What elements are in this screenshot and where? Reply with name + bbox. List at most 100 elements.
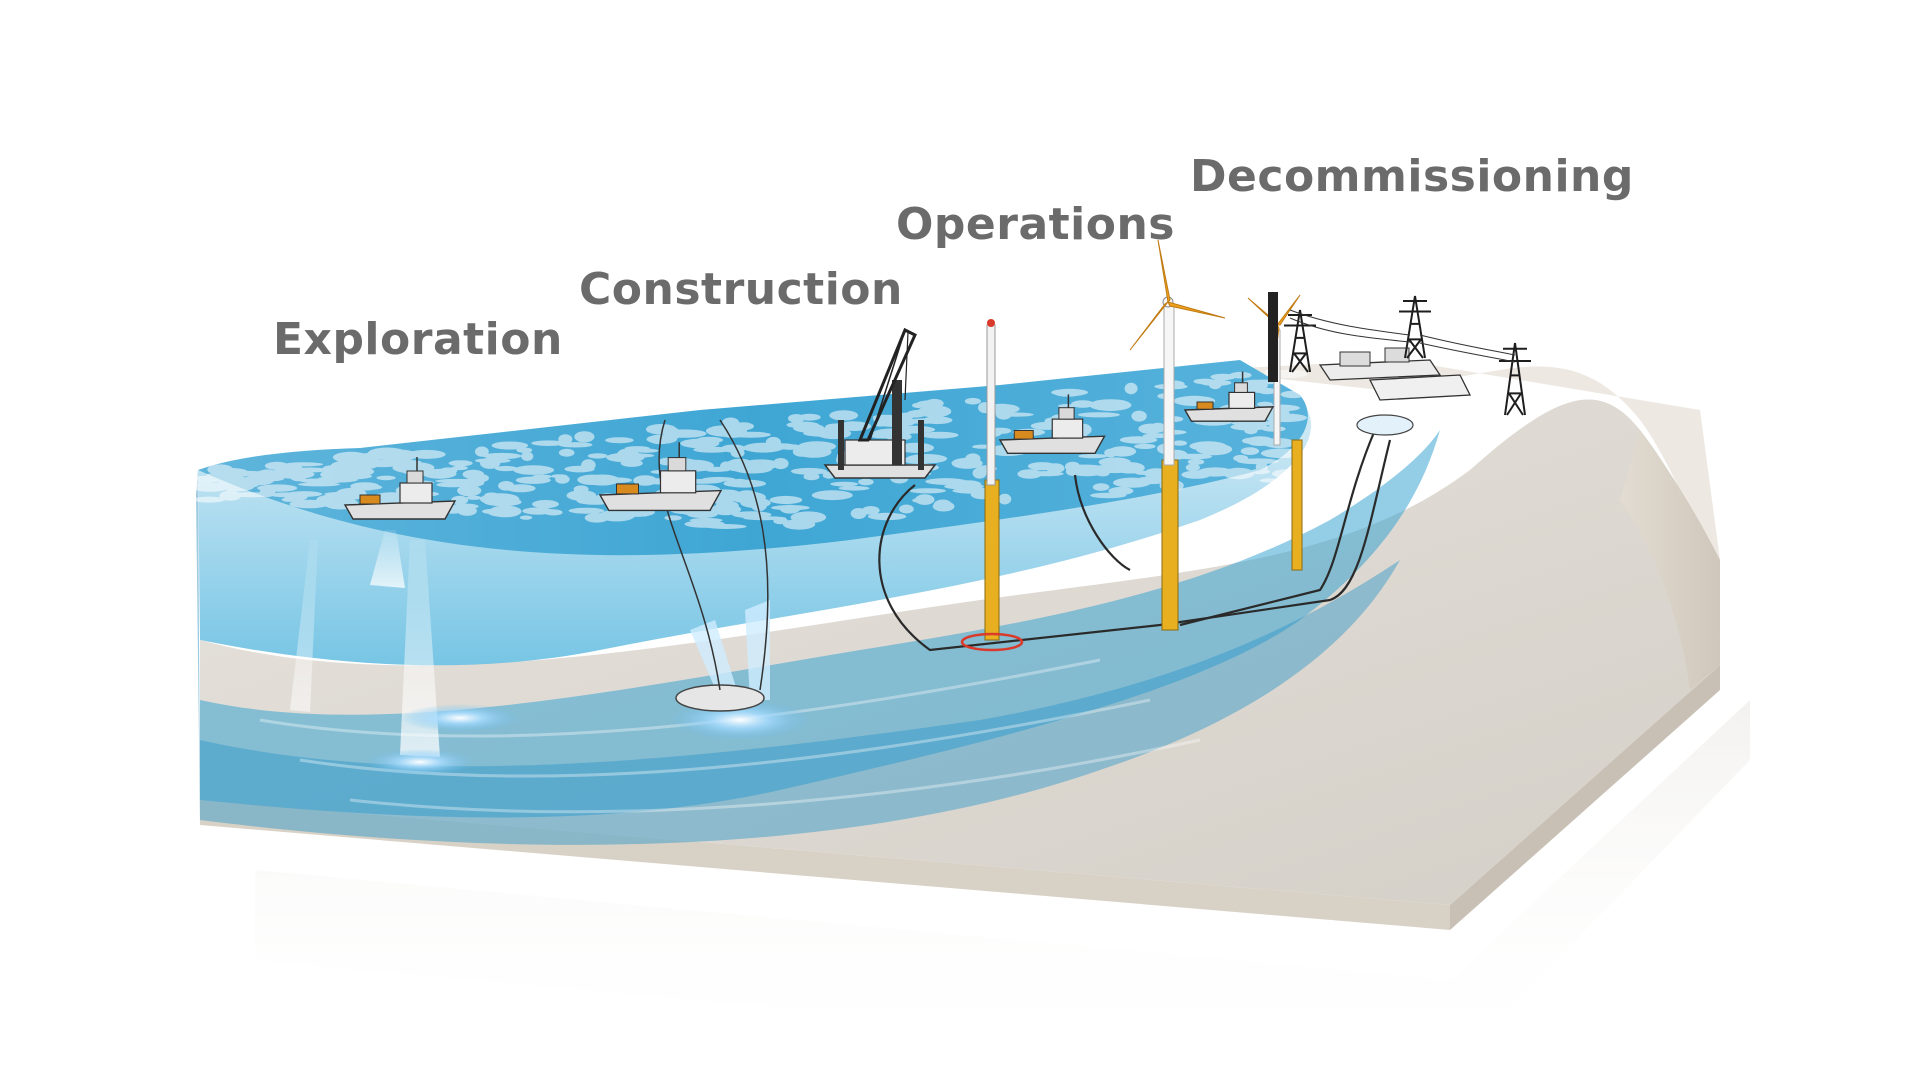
wave-crest — [606, 452, 645, 463]
wave-crest — [1058, 404, 1076, 408]
wave-crest — [917, 405, 952, 418]
wave-crest — [558, 442, 593, 448]
wave-crest — [1150, 422, 1166, 433]
wave-crest — [1077, 412, 1120, 418]
wave-crest — [494, 465, 518, 472]
wave-crest — [584, 513, 609, 523]
wave-crest — [1134, 476, 1170, 485]
floor-reflection — [255, 700, 1750, 1070]
wave-crest — [912, 497, 932, 503]
decommission-ship-icon — [1183, 371, 1275, 422]
wave-crest — [605, 437, 634, 444]
wave-crest — [322, 466, 339, 473]
wave-crest — [788, 414, 805, 423]
wave-crest — [264, 461, 289, 470]
wave-crest — [645, 424, 677, 435]
wave-crest — [728, 458, 752, 468]
survey-ship-icon — [343, 457, 457, 520]
wave-crest — [1071, 400, 1095, 408]
wave-crest — [909, 488, 946, 494]
wave-crest — [1233, 454, 1249, 462]
wave-crest — [964, 397, 982, 405]
wave-crest — [1134, 443, 1156, 449]
wave-crest — [316, 476, 346, 484]
wave-crest — [1027, 462, 1056, 471]
wave-crest — [475, 446, 489, 457]
wave-crest — [1280, 390, 1306, 399]
wave-crest — [867, 512, 907, 521]
phase-label-decommissioning: Decommissioning — [1190, 151, 1634, 202]
block-walls — [196, 470, 1720, 930]
wave-crest — [519, 515, 533, 520]
wave-crest — [451, 465, 468, 471]
wave-crest — [1230, 423, 1268, 431]
wave-crest — [1255, 461, 1268, 473]
wave-crest — [732, 511, 772, 519]
wave-crest — [730, 448, 745, 458]
wave-crest — [899, 504, 914, 514]
wave-crest — [482, 452, 522, 460]
wave-crest — [829, 410, 859, 421]
sonar-beams — [290, 530, 520, 775]
wave-crest — [1245, 387, 1276, 393]
wave-crest — [366, 485, 383, 490]
wave-crest — [1185, 463, 1200, 472]
cable-ship-icon — [598, 442, 723, 512]
wave-crest — [482, 509, 500, 514]
wave-crest — [466, 495, 482, 500]
wave-crest — [624, 446, 650, 451]
wind-turbine-icon — [1129, 239, 1226, 466]
wave-crest — [1172, 440, 1187, 446]
wave-crest — [584, 474, 620, 486]
wave-crest — [298, 482, 341, 487]
wave-crest — [532, 500, 559, 509]
wave-crest — [1119, 436, 1158, 444]
wave-crest — [737, 490, 758, 498]
wave-crest — [1210, 373, 1236, 381]
wave-crest — [516, 447, 533, 453]
service-ship-icon — [998, 394, 1106, 454]
wave-crest — [1098, 457, 1131, 467]
wave-crest — [1240, 447, 1260, 455]
wave-crest — [1078, 453, 1108, 459]
wave-crest — [544, 509, 563, 516]
wave-crest — [1187, 458, 1205, 465]
power-lines — [1289, 309, 1516, 363]
wave-crest — [1196, 443, 1233, 456]
wave-crest — [715, 501, 739, 510]
wave-crest — [1124, 382, 1138, 395]
wave-crest — [568, 507, 605, 514]
wave-crest — [407, 449, 446, 459]
wave-crest — [1131, 410, 1147, 422]
wave-crest — [531, 440, 566, 447]
wave-crest — [483, 497, 522, 507]
wave-crest — [1051, 388, 1088, 396]
wave-crest — [723, 479, 767, 488]
wave-crest — [491, 441, 529, 450]
wave-crest — [932, 501, 955, 512]
wave-crest — [1096, 470, 1110, 477]
wave-crest — [944, 483, 984, 490]
wave-crest — [1108, 486, 1134, 495]
phase-label-exploration: Exploration — [273, 314, 563, 365]
wave-crest — [702, 476, 736, 482]
wave-crest — [574, 431, 595, 443]
wave-crest — [780, 504, 800, 514]
phase-label-construction: Construction — [579, 264, 903, 315]
wave-crest — [790, 467, 828, 475]
wave-crest — [793, 423, 825, 433]
wave-crest — [435, 478, 479, 484]
wave-crest — [1237, 458, 1279, 465]
wave-crest — [451, 495, 469, 505]
wave-crest — [480, 457, 501, 469]
wave-crest — [769, 495, 803, 505]
wave-crest — [850, 508, 867, 519]
wave-crest — [188, 475, 223, 483]
wave-crest — [356, 452, 384, 461]
wave-crest — [825, 423, 850, 430]
wave-crest — [803, 473, 820, 481]
wave-crest — [259, 488, 276, 498]
wave-crest — [682, 510, 709, 516]
wave-crest — [334, 473, 372, 480]
